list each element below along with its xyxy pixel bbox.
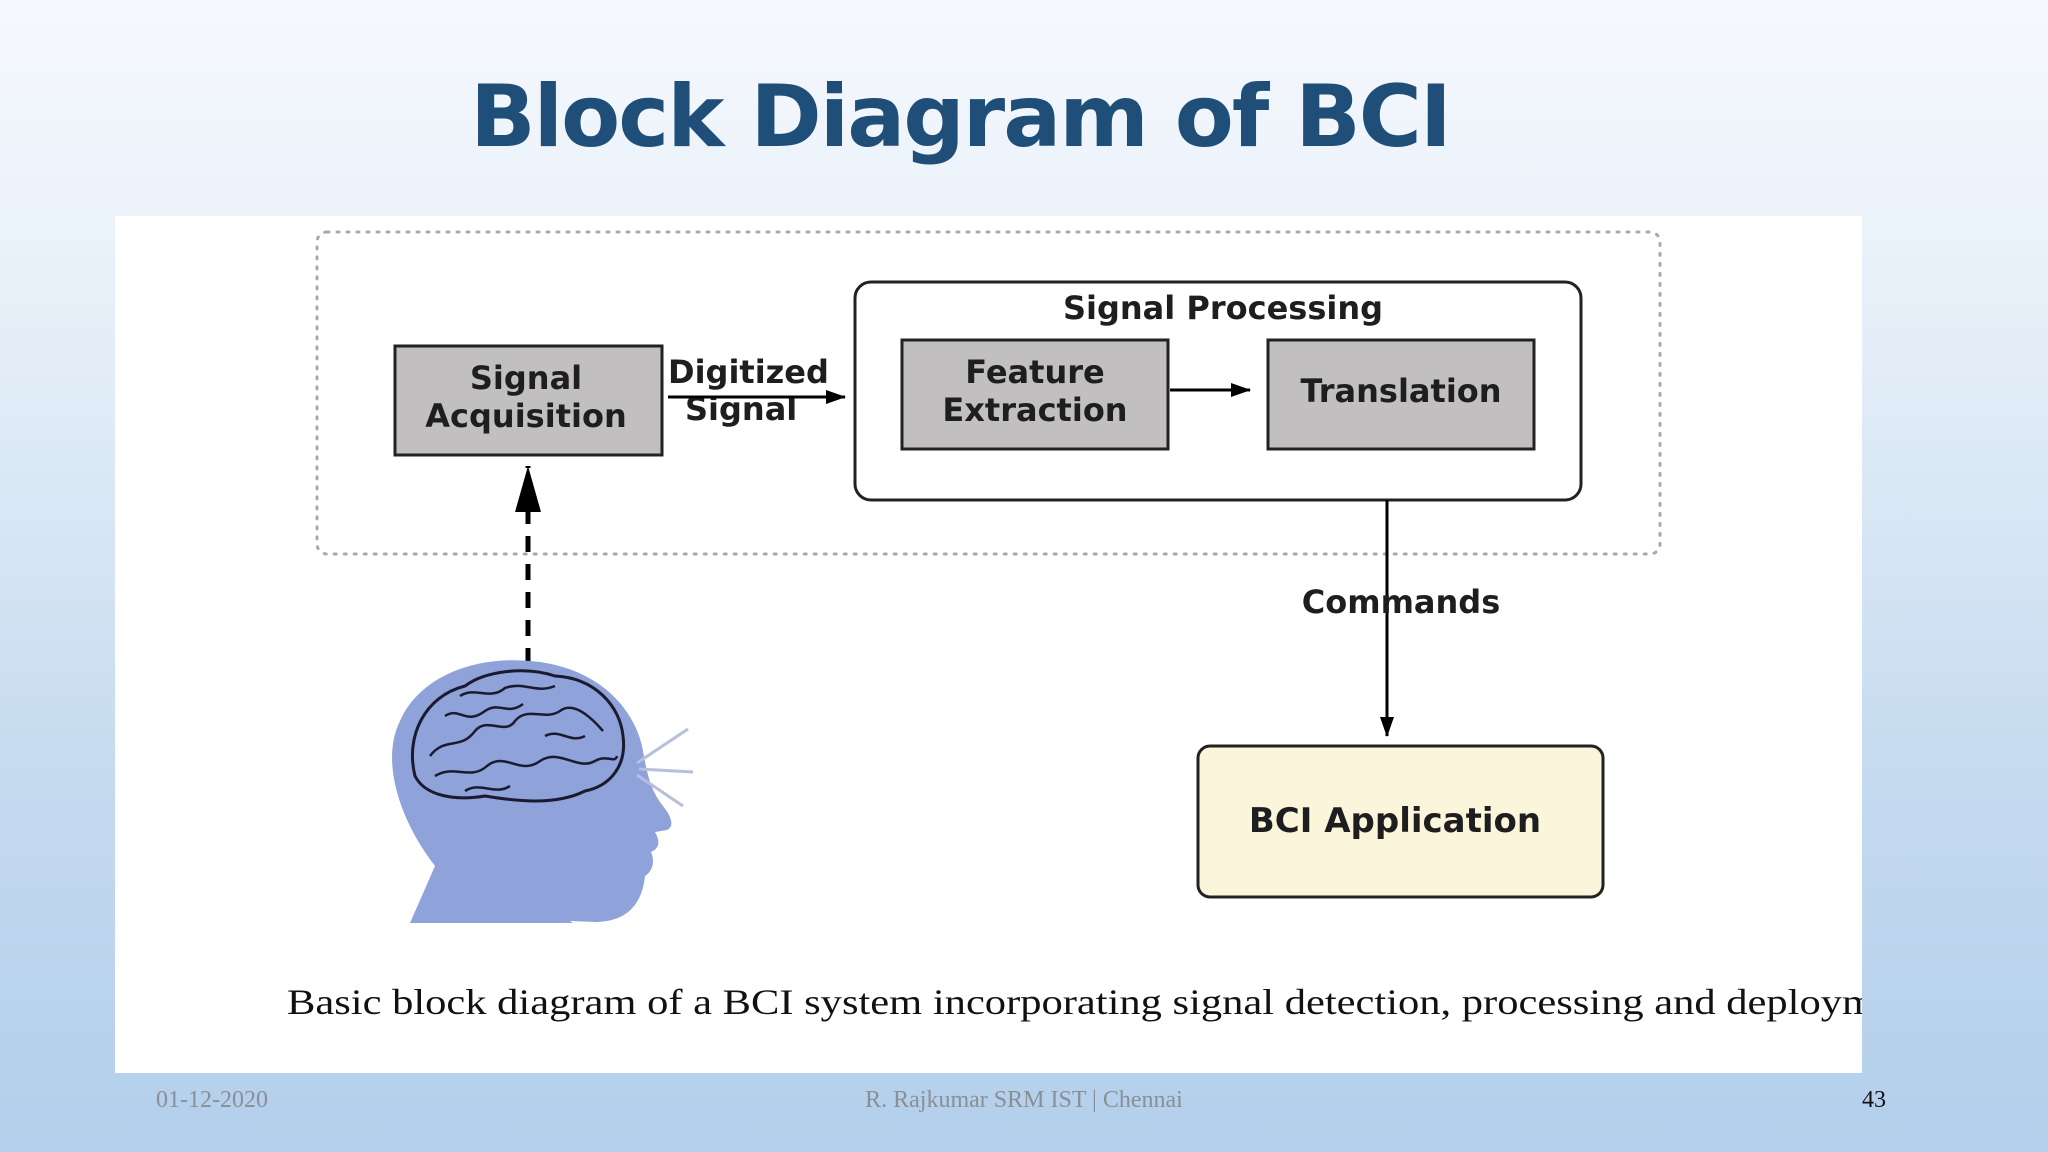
brain-shape <box>410 669 626 803</box>
diagram-figure: Signal Acquisition Digitized Signal Sign… <box>115 216 1862 1073</box>
system-boundary <box>315 230 1662 556</box>
page-number: 43 <box>1862 1087 1886 1113</box>
head-brain-illustration <box>392 660 694 923</box>
feature-extraction-label-line1: Feature <box>965 353 1104 391</box>
figure-caption: Basic block diagram of a BCI system inco… <box>287 982 1862 1022</box>
feature-extraction-block: Feature Extraction <box>900 338 1170 451</box>
footer-author: R. Rajkumar SRM IST | Chennai <box>865 1087 1183 1113</box>
brain-folds <box>429 684 619 793</box>
bci-application-block: BCI Application <box>1196 744 1605 899</box>
footer-date: 01-12-2020 <box>156 1087 268 1113</box>
translation-label: Translation <box>1300 372 1501 410</box>
digitized-signal-label-line1: Digitized <box>668 353 829 391</box>
gaze-lines <box>636 727 694 808</box>
dashed-arrow-head <box>515 466 541 512</box>
commands-label: Commands <box>1302 583 1500 621</box>
signal-acquisition-label-line1: Signal <box>470 359 582 397</box>
slide-title: Block Diagram of BCI <box>470 67 1452 167</box>
signal-processing-label: Signal Processing <box>1063 289 1383 327</box>
signal-acquisition-block: Signal Acquisition <box>393 344 664 457</box>
bci-block-diagram: Signal Acquisition Digitized Signal Sign… <box>287 230 1862 1022</box>
feature-extraction-label-line2: Extraction <box>942 391 1127 429</box>
bci-application-label: BCI Application <box>1249 801 1541 841</box>
translation-block: Translation <box>1266 338 1536 451</box>
signal-acquisition-label-line2: Acquisition <box>425 397 626 435</box>
